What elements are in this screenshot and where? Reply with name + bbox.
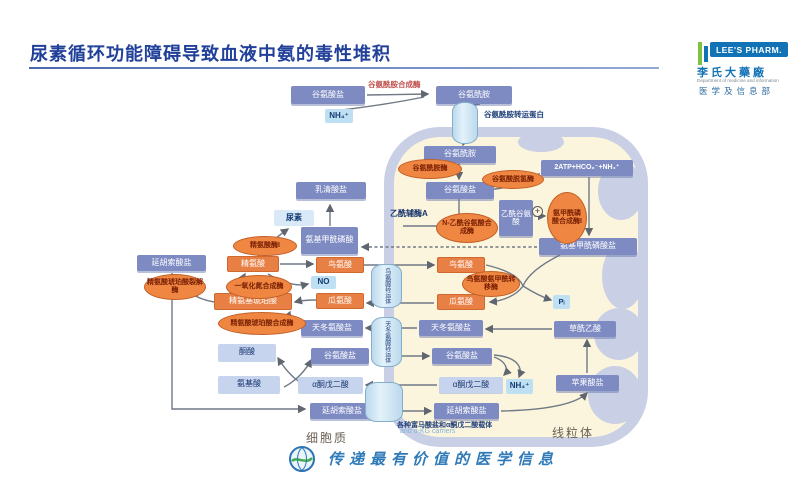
globe-logo-icon — [289, 446, 315, 472]
footer-slogan: 传递最有价值的医学信息 — [328, 451, 560, 468]
plus-activation-icon: + — [532, 206, 543, 217]
logo-dept-cn: 医学及信息部 — [699, 86, 775, 96]
glutamine-transporter-channel — [452, 102, 478, 144]
node-glutamate-mito-upper: 谷氨酸盐 — [426, 182, 494, 199]
node-arginine: 精氨酸 — [227, 256, 279, 272]
node-pi: Pᵢ — [553, 295, 570, 309]
node-glutamate-top: 谷氨酸盐 — [291, 86, 365, 104]
node-acetylglutamate: 乙酰谷氨酸 — [499, 200, 533, 236]
logo-brand-plate: LEE'S PHARM. — [710, 42, 788, 57]
mitochondria-label: 线粒体 — [552, 426, 595, 440]
logo-bar-green — [698, 42, 702, 65]
node-citrulline-cyto: 瓜氨酸 — [316, 293, 364, 309]
node-urea: 尿素 — [274, 210, 314, 226]
node-glutamate-mito-lower: 谷氨酸盐 — [432, 348, 492, 364]
node-no: NO — [311, 276, 336, 289]
enzyme-glutaminase: 谷氨酰胺酶 — [398, 159, 462, 179]
carrier-channel — [365, 382, 403, 422]
enzyme-arginase1: 精氨酸酶I — [233, 236, 297, 256]
node-glutamate-cyto: 谷氨酸盐 — [311, 348, 369, 364]
cytoplasm-label: 细胞质 — [306, 431, 349, 445]
node-citrulline-mito: 瓜氨酸 — [437, 294, 485, 310]
carriers-caption-cn: 各种富马酸盐和α酮戊二酸载体 — [397, 422, 493, 429]
enzyme-asl: 精氨酸琥珀酸裂解酶 — [144, 274, 206, 300]
aspartate-transporter-channel: 天冬氨酸转运体 — [371, 317, 402, 367]
node-akg-mito: α酮戊二酸 — [439, 377, 503, 393]
node-amino-acid: 氨基酸 — [218, 376, 280, 393]
node-atp-hco3-nh4: 2ATP+HCO₃⁻+NH₄⁺ — [541, 160, 633, 176]
node-carbamoyl-phosphate-mito: 氨基甲酰磷酸盐 — [539, 238, 637, 255]
node-fumarate-cyto-bottom: 延胡索酸盐 — [310, 403, 374, 419]
crista-blob — [518, 132, 564, 152]
logo-brand-text: LEE'S PHARM. — [715, 44, 783, 55]
node-nh4-mito: NH₄⁺ — [506, 379, 533, 394]
node-ornithine-mito: 鸟氨酸 — [437, 257, 485, 273]
page-title: 尿素循环功能障碍导致血液中氨的毒性堆积 — [30, 44, 391, 64]
enzyme-otc: 鸟氨酸氨甲酰转移酶 — [462, 271, 520, 297]
node-nh4-top: NH₄⁺ — [325, 109, 353, 123]
title-underline — [29, 67, 659, 69]
ornithine-transporter-label: 鸟氨酸转运体 — [383, 268, 390, 304]
node-ornithine-cyto: 鸟氨酸 — [316, 257, 364, 273]
enzyme-glutamine-synthetase-label: 谷氨酰胺合成酶 — [368, 80, 421, 89]
brand-logo: LEE'S PHARM. 李氏大藥廠 Department of medicin… — [695, 40, 795, 98]
logo-brand-cn: 李氏大藥廠 — [697, 67, 767, 79]
node-oxaloacetate: 草酰乙酸 — [554, 321, 616, 337]
node-akg-cyto: α酮戊二酸 — [298, 377, 363, 393]
plus-sign: + — [534, 206, 541, 216]
node-carbamoyl-phosphate-cyto: 氨基甲酰磷酸 — [301, 227, 358, 254]
enzyme-nags: N-乙酰谷氨酸合成酶 — [436, 213, 498, 243]
node-acetyl-coa: 乙酰辅酶A — [390, 209, 428, 218]
ornithine-transporter-channel: 鸟氨酸转运体 — [371, 264, 402, 308]
node-orotate: 乳清酸盐 — [296, 182, 366, 199]
node-glutamine-top: 谷氨酰胺 — [436, 86, 512, 104]
enzyme-glutamate-dehydrogenase: 谷氨酸脱氢酶 — [482, 170, 544, 189]
enzyme-ass: 精氨酸琥珀酸合成酶 — [218, 312, 306, 335]
node-aspartate-mito: 天冬氨酸盐 — [419, 320, 483, 336]
carriers-caption-en: and α-KG carriers — [400, 428, 456, 435]
logo-dept-en: Department of medicine and information — [697, 78, 779, 83]
node-fumarate-cyto-left: 延胡索酸盐 — [137, 255, 206, 271]
node-fumarate-mito: 延胡索酸盐 — [434, 403, 499, 419]
logo-bar-blue — [704, 46, 708, 62]
node-keto-acid: 酮酸 — [218, 344, 276, 361]
node-malate: 苹果酸盐 — [556, 375, 619, 391]
footer: 传递最有价值的医学信息 — [288, 445, 628, 475]
aspartate-transporter-label: 天冬氨酸转运体 — [383, 321, 390, 363]
glutamine-transporter-label: 谷氨酰胺转运蛋白 — [484, 110, 544, 119]
enzyme-nos: 一氧化氮合成酶 — [226, 275, 292, 299]
enzyme-cps1: 氨甲酰磷酸合成酶I — [547, 192, 587, 244]
node-aspartate-cyto: 天冬氨酸盐 — [301, 320, 363, 336]
